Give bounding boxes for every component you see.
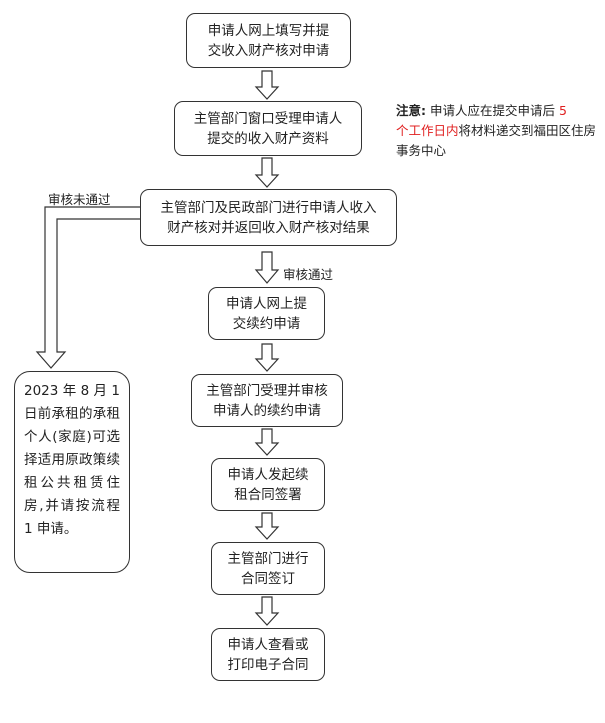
step-4-text: 申请人网上提 交续约申请 <box>226 295 307 332</box>
note-text-after: 将材料递交到福田区住房事务中心 <box>396 123 597 158</box>
arrow-2-3 <box>254 157 280 188</box>
step-5-box: 主管部门受理并审核 申请人的续约申请 <box>191 374 343 427</box>
step-6-box: 申请人发起续 租合同签署 <box>211 458 325 511</box>
fail-arrow <box>35 206 140 369</box>
step-3-box: 主管部门及民政部门进行申请人收入 财产核对并返回收入财产核对结果 <box>140 189 397 246</box>
step-7-box: 主管部门进行 合同签订 <box>211 542 325 595</box>
step-8-text: 申请人查看或 打印电子合同 <box>227 636 309 673</box>
note-highlight-text: 个工作日内 <box>396 123 459 138</box>
arrow-7-8 <box>254 596 280 626</box>
step-7-text: 主管部门进行 合同签订 <box>227 550 309 587</box>
step-6-text: 申请人发起续 租合同签署 <box>227 466 309 503</box>
policy-note-box: 2023 年 8 月 1 日前承租的承租个人(家庭)可选择适用原政策续租公共租赁… <box>14 371 130 573</box>
step-2-box: 主管部门窗口受理申请人 提交的收入财产资料 <box>174 101 362 156</box>
label-audit-passed: 审核通过 <box>283 267 334 282</box>
arrow-3-4 <box>254 251 280 284</box>
arrow-4-5 <box>254 343 280 372</box>
note-text: 注意: 申请人应在提交申请后 5 个工作日内将材料递交到福田区住房事务中心 <box>396 101 605 161</box>
step-5-text: 主管部门受理并审核 申请人的续约申请 <box>206 382 328 419</box>
note-text-before: 申请人应在提交申请后 <box>426 103 559 118</box>
label-audit-failed: 审核未通过 <box>48 192 111 207</box>
step-4-box: 申请人网上提 交续约申请 <box>208 287 325 340</box>
note-highlight-number: 5 <box>558 103 567 118</box>
step-8-box: 申请人查看或 打印电子合同 <box>211 628 325 681</box>
arrow-5-6 <box>254 428 280 456</box>
step-1-text: 申请人网上填写并提 交收入财产核对申请 <box>207 22 330 59</box>
step-3-text: 主管部门及民政部门进行申请人收入 财产核对并返回收入财产核对结果 <box>160 199 377 236</box>
step-1-box: 申请人网上填写并提 交收入财产核对申请 <box>186 13 351 68</box>
arrow-6-7 <box>254 512 280 540</box>
note-prefix: 注意: <box>396 103 426 118</box>
step-2-text: 主管部门窗口受理申请人 提交的收入财产资料 <box>193 110 343 147</box>
arrow-1-2 <box>254 70 280 100</box>
policy-note-text: 2023 年 8 月 1 日前承租的承租个人(家庭)可选择适用原政策续租公共租赁… <box>24 383 120 537</box>
